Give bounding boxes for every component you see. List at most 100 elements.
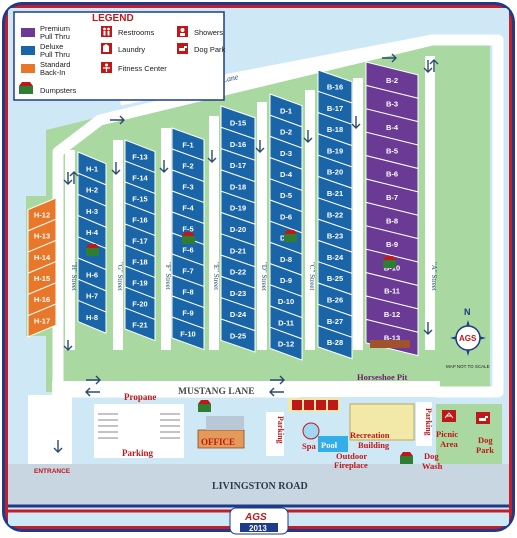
picnic-label-line2: Area (440, 439, 459, 449)
campsite-b-28 (317, 324, 353, 360)
picnic-label-line1: Picnic (436, 429, 458, 439)
right-parking-lot (416, 402, 432, 446)
campsite-label: H-1 (86, 164, 98, 173)
legend-restrooms: Restrooms (118, 28, 155, 37)
recreation-building (349, 403, 415, 441)
campsite-label: F-20 (132, 299, 147, 308)
livingston-road-label: LIVINGSTON ROAD (212, 481, 308, 492)
spa-circle (302, 422, 320, 440)
campsite-label: B-13 (384, 334, 400, 343)
campsite-label: B-24 (327, 253, 344, 262)
mid-parking-lot (266, 412, 284, 456)
legend-dog-park: Dog Park (194, 45, 226, 54)
campsite-label: H-2 (86, 186, 98, 195)
campsite-label: H-14 (34, 253, 51, 262)
street-label-a: "A" Street (430, 262, 438, 291)
legend-standard-line2: Back-In (40, 68, 65, 77)
campsite-label: B-21 (327, 189, 343, 198)
legend-dumpsters: Dumpsters (40, 86, 77, 95)
campsite-label: D-5 (280, 191, 292, 200)
street-lanes (65, 56, 435, 350)
campsite-label: F-18 (132, 257, 147, 266)
campsite-label: B-22 (327, 210, 343, 219)
recreation-label-line1: Recreation (350, 430, 390, 440)
campsite-label: D-1 (280, 106, 292, 115)
campsite-label: D-18 (230, 182, 246, 191)
campsite-label: B-6 (386, 170, 398, 179)
campsite-label: B-27 (327, 317, 343, 326)
dog-park-label-line2: Park (476, 445, 494, 455)
fitness-icon (101, 62, 112, 73)
propane-label: Propane (124, 392, 156, 402)
campsite-label: F-16 (132, 215, 147, 224)
campsite-label: F-13 (132, 152, 147, 161)
campsite-label: B-11 (384, 287, 400, 296)
campsite-label: F-14 (132, 173, 148, 182)
campsite-label: B-12 (384, 310, 400, 319)
campsite-label: H-13 (34, 232, 50, 241)
campsite-d-25 (220, 318, 256, 353)
dog-wash-label-line1: Dog (424, 451, 439, 461)
campsite-label: B-23 (327, 232, 343, 241)
deluxe-swatch (21, 46, 35, 55)
campsite-label: D-19 (230, 204, 246, 213)
legend: LEGEND Premium Pull Thru Deluxe Pull Thr… (13, 11, 226, 101)
campsite-label: D-22 (230, 268, 246, 277)
campsite-label: D-4 (280, 170, 293, 179)
premium-swatch (21, 28, 35, 37)
campsite-label: F-17 (132, 236, 147, 245)
dumpster-icon (86, 244, 99, 256)
picnic-icon (442, 410, 456, 422)
legend-laundry: Laundry (118, 45, 145, 54)
campsite-label: B-5 (386, 146, 398, 155)
campsite-label: B-17 (327, 104, 343, 113)
campsite-label: B-2 (386, 76, 398, 85)
fireplace-label-line2: Fireplace (334, 460, 368, 470)
legend-deluxe-line2: Pull Thru (40, 50, 70, 59)
fitness-icon (316, 400, 326, 410)
dog-icon (476, 412, 490, 424)
campsite-label: B-20 (327, 168, 343, 177)
campsite-label: H-12 (34, 210, 50, 219)
campsite-d-12 (269, 326, 303, 361)
footer-year: 2013 (249, 524, 267, 533)
entrance-road (28, 395, 72, 469)
campsite-f-10 (171, 316, 205, 351)
compass-north: N (464, 307, 471, 317)
legend-title: LEGEND (92, 13, 134, 24)
campsite-label: F-5 (182, 224, 193, 233)
left-parking-lot (94, 404, 184, 458)
campsite-label: F-10 (180, 329, 195, 338)
facilities: Propane LP Parking OFFICE Parking Spa Po… (94, 392, 494, 471)
dumpster-icon (400, 452, 413, 464)
spa-label: Spa (302, 441, 316, 451)
campsite-label: D-24 (230, 310, 247, 319)
street-labels: "H" Street "G" Street "F" Street "E" Str… (70, 262, 438, 291)
campsite-label: B-7 (386, 193, 398, 202)
compass-logo: AGS (459, 334, 477, 343)
recreation-label-line2: Building (358, 440, 390, 450)
campsite-label: B-9 (386, 240, 398, 249)
scale-note: MAP NOT TO SCALE (446, 364, 490, 369)
dog-park-label-line1: Dog (478, 435, 493, 445)
compass: AGS N MAP NOT TO SCALE (446, 307, 490, 369)
campsite-label: D-10 (278, 297, 294, 306)
campsite-label: F-19 (132, 278, 147, 287)
street-label-h: "H" Street (70, 262, 78, 291)
campsite-label: F-4 (182, 203, 194, 212)
campsite-label: D-25 (230, 332, 246, 341)
campsite-label: F-3 (182, 182, 193, 191)
dumpster-icon (198, 400, 211, 412)
campsite-label: F-7 (182, 266, 193, 275)
campsite-label: F-21 (132, 320, 147, 329)
campsite-label: B-16 (327, 83, 343, 92)
campsite-label: D-23 (230, 289, 246, 298)
campsite-label: D-12 (278, 340, 294, 349)
pool-label: Pool (321, 440, 338, 450)
campsite-label: F-2 (182, 161, 193, 170)
campsite-label: F-8 (182, 287, 193, 296)
campsite-label: H-8 (86, 313, 98, 322)
shower-icon (328, 400, 338, 410)
campsite-label: D-11 (278, 318, 294, 327)
